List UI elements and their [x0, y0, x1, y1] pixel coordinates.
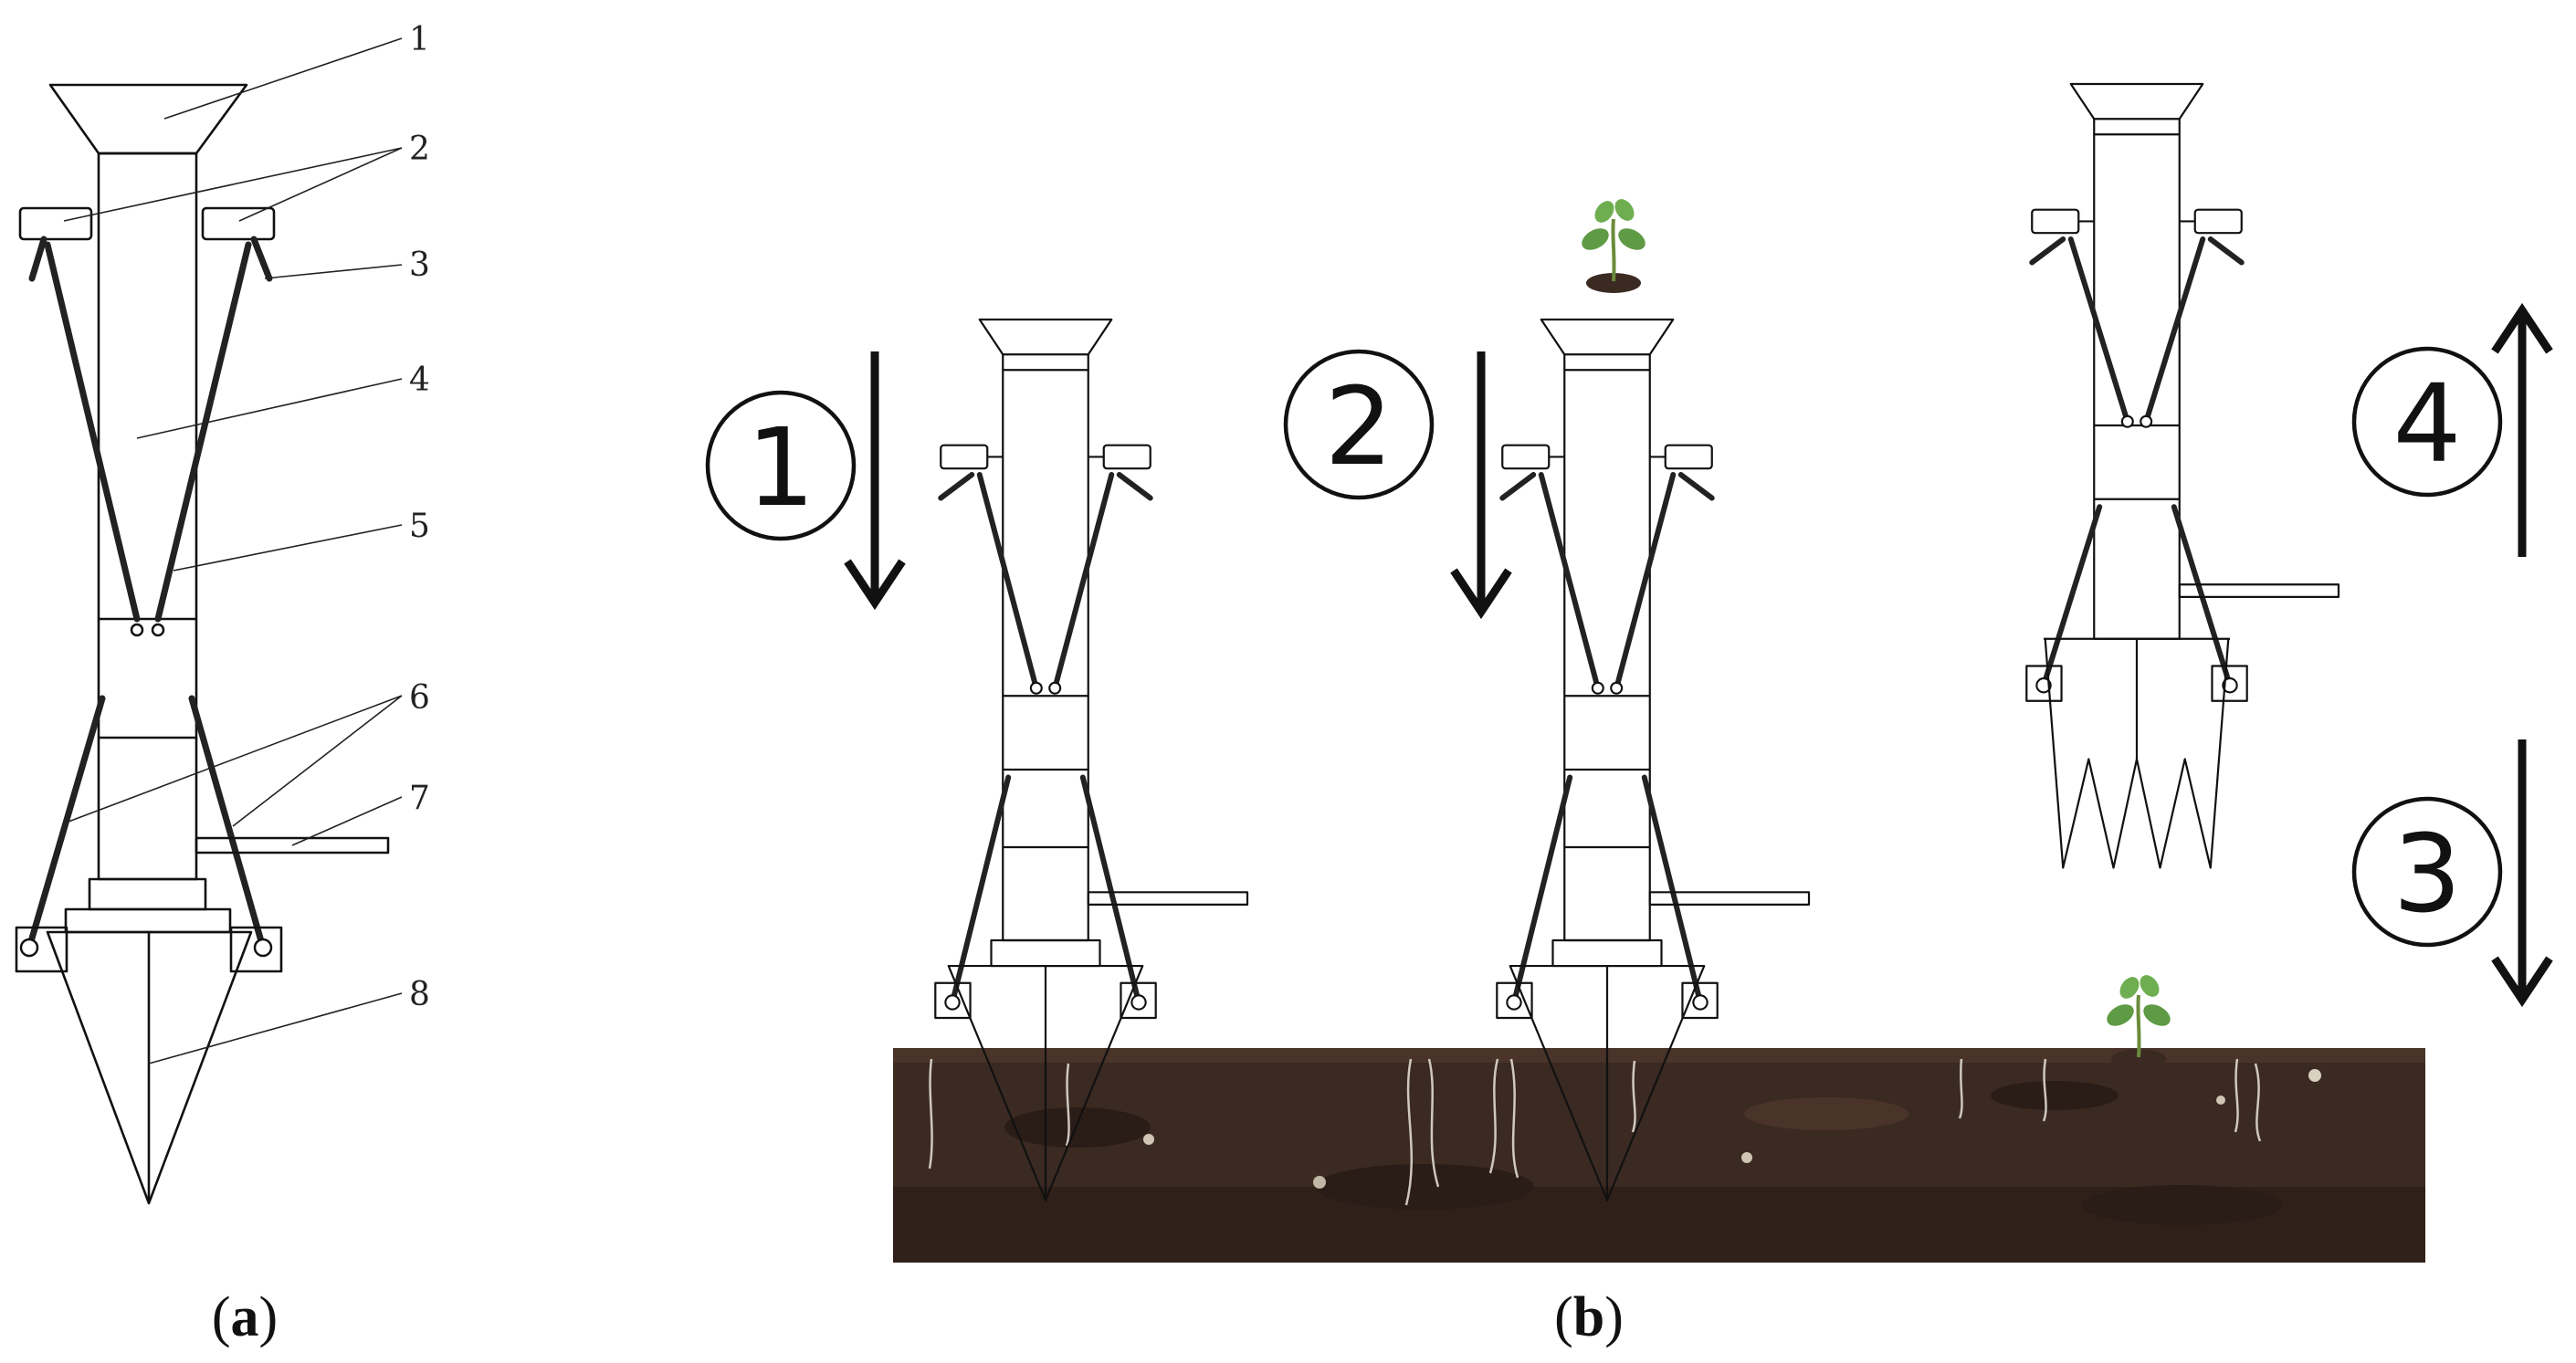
callout-leaders	[63, 37, 403, 1064]
step-2-number: 2	[1324, 363, 1393, 489]
callout-8: 8	[409, 976, 430, 1013]
step-2-circle	[1283, 349, 1435, 500]
callout-1: 1	[409, 21, 430, 58]
panel-b-label: (b)	[1554, 1286, 1624, 1348]
planter-drawing-a	[15, 83, 390, 1205]
callout-6: 6	[409, 679, 430, 717]
step-4-circle	[2351, 346, 2503, 498]
callout-numbers: 1 2 3 4 5 6 7 8	[409, 21, 430, 1013]
step-1-indicator: 1	[705, 351, 906, 611]
panel-a-label: (a)	[212, 1286, 278, 1348]
step-3-circle	[2351, 796, 2503, 948]
panel-b: 1 2 4 3 (b)	[705, 84, 2553, 1348]
arrow-head-icon	[2491, 956, 2553, 1008]
step-1-number: 1	[746, 404, 815, 530]
step-3-indicator: 3	[2351, 739, 2553, 1008]
step-3-number: 3	[2392, 811, 2461, 937]
callout-4: 4	[409, 362, 430, 399]
arrow-head-icon	[844, 559, 906, 611]
arrow-head-icon	[2491, 302, 2553, 354]
callout-2: 2	[409, 131, 430, 168]
callout-7: 7	[409, 780, 430, 817]
panel-a: 1 2 3 4 5 6 7 8 (a)	[15, 21, 430, 1348]
step-4-indicator: 4	[2351, 302, 2553, 557]
step-1-circle	[705, 390, 857, 541]
seedling-top	[1576, 194, 1651, 295]
planter-step-3-4	[2026, 84, 2339, 868]
step-2-indicator: 2	[1283, 349, 1512, 620]
step-4-number: 4	[2392, 361, 2461, 487]
soil-block	[893, 1048, 2425, 1263]
callout-3: 3	[409, 246, 430, 284]
callout-5: 5	[409, 508, 430, 545]
arrow-head-icon	[1450, 568, 1512, 620]
